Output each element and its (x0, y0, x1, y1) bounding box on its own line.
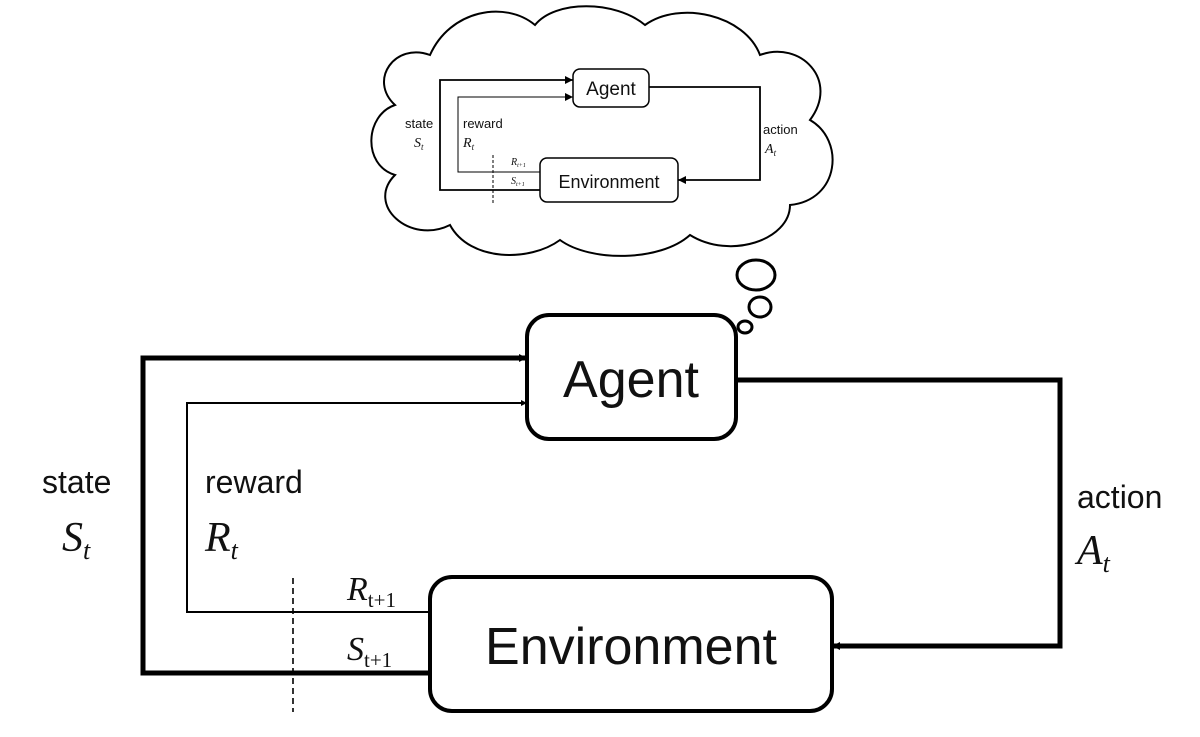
mini-agent-label: Agent (586, 79, 636, 100)
mini-state-symbol: St (414, 136, 424, 152)
thought-bubble-small (736, 319, 754, 335)
reward-line (186, 400, 527, 613)
agent-label: Agent (563, 351, 699, 409)
mini-next-reward-symbol: Rt+1 (510, 157, 526, 169)
thought-bubble-medium (747, 295, 773, 319)
state-line (140, 354, 527, 676)
mini-state-word: state (405, 116, 433, 131)
mini-environment-label: Environment (558, 172, 659, 192)
reward-word: reward (205, 464, 303, 500)
mini-state-line (439, 76, 573, 191)
mini-reward-line (457, 93, 573, 173)
mini-action-line (649, 86, 761, 184)
mini-agent-box (572, 68, 650, 108)
reward-symbol: Rt (204, 515, 239, 565)
mini-reward-symbol: Rt (462, 136, 475, 152)
agent-box (525, 313, 738, 441)
state-symbol: St (62, 515, 91, 565)
action-word: action (1077, 479, 1162, 515)
mini-diagram: Agent Environment state St reward Rt act… (405, 68, 798, 205)
next-state-symbol: St+1 (347, 631, 392, 672)
environment-label: Environment (485, 618, 777, 676)
mini-reward-word: reward (463, 116, 503, 131)
thought-cloud: Agent Environment state St reward Rt act… (370, 5, 834, 335)
state-word: state (42, 464, 111, 500)
action-symbol: At (1074, 528, 1111, 578)
main-diagram: Agent Environment state St reward Rt act… (42, 313, 1162, 713)
environment-box (428, 575, 834, 713)
mini-action-symbol: At (764, 142, 777, 158)
action-line (736, 377, 1063, 650)
mini-action-word: action (763, 122, 798, 137)
cloud-outline (370, 5, 834, 257)
thought-bubble-large (735, 258, 777, 292)
mini-next-state-symbol: St+1 (511, 176, 525, 188)
next-reward-symbol: Rt+1 (346, 571, 396, 612)
